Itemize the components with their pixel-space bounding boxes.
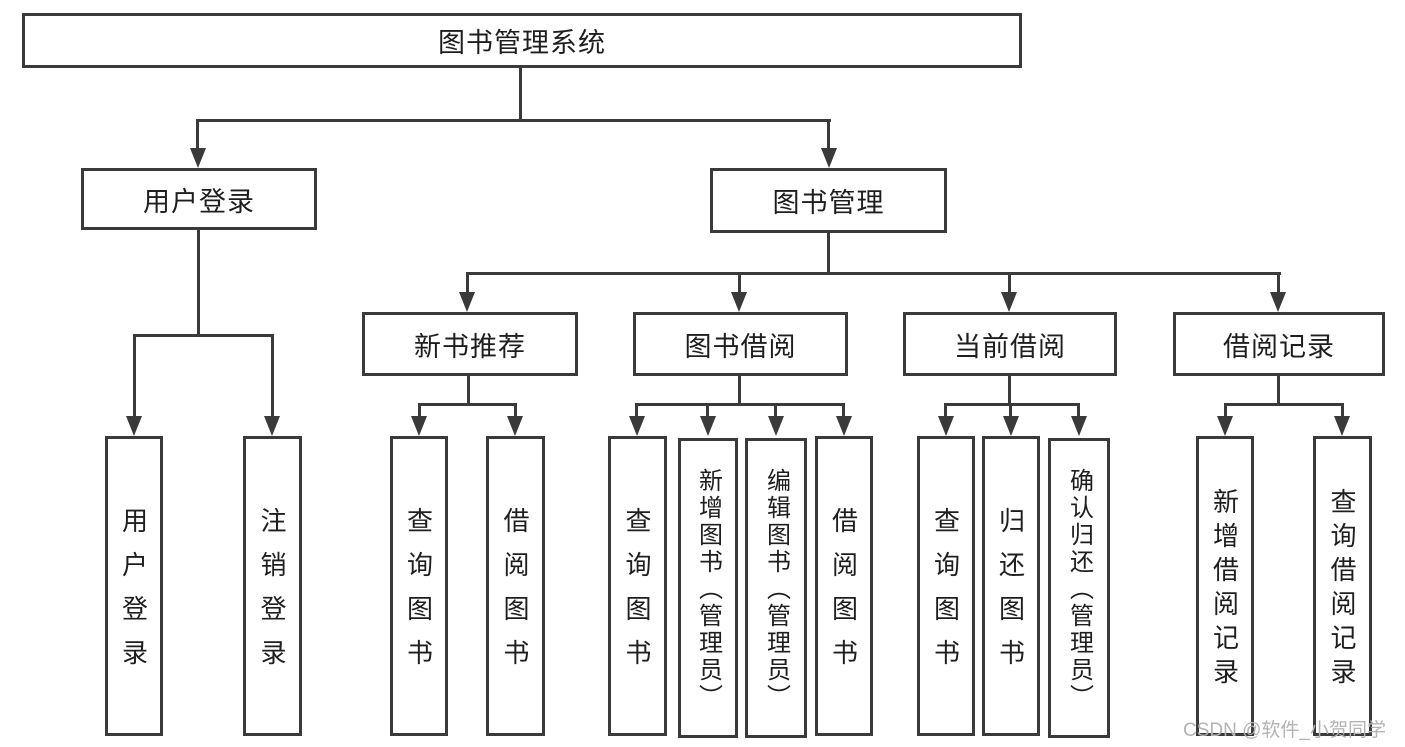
arrow-down-icon <box>411 416 427 436</box>
connector-level3-drop <box>1277 272 1280 296</box>
connector-level3-rail <box>467 272 1281 275</box>
connector-userlogin-stem <box>197 230 200 337</box>
node-current-borrow: 当前借阅 <box>903 312 1117 376</box>
arrow-down-icon <box>938 416 954 436</box>
connector-bookborrow-stem <box>738 376 741 406</box>
node-new-book-recommend-label: 新书推荐 <box>414 331 526 362</box>
connector-currentborrow-rail <box>944 403 1080 406</box>
arrow-down-icon <box>126 416 142 436</box>
node-user-login: 用户登录 <box>81 168 317 230</box>
connector-root-stem <box>519 68 522 121</box>
arrow-down-icon <box>821 148 837 168</box>
leaf-current-query: 查询图书 <box>917 436 975 736</box>
arrow-down-icon <box>1217 416 1233 436</box>
leaf-current-return-label: 归还图书 <box>995 507 1026 683</box>
connector-level2-rail <box>197 119 831 122</box>
connector-level3-drop <box>1008 272 1011 296</box>
connector-borrowrecord-stem <box>1277 376 1280 406</box>
leaf-user-login-label: 用户登录 <box>118 507 149 683</box>
connector-bookborrow-rail <box>636 403 845 406</box>
leaf-newbook-borrow-label: 借阅图书 <box>500 507 530 683</box>
connector-leaf-drop <box>944 403 947 421</box>
leaf-borrow-borrow: 借阅图书 <box>815 436 873 736</box>
connector-leaf-drop <box>774 403 777 421</box>
connector-leaf-drop <box>514 403 517 421</box>
leaf-newbook-query-label: 查询图书 <box>403 507 434 683</box>
connector-leaf-drop <box>635 403 638 421</box>
node-book-management-label: 图书管理 <box>772 188 885 218</box>
node-new-book-recommend: 新书推荐 <box>362 312 578 376</box>
connector-userlogin-drop <box>196 119 199 152</box>
node-book-management: 图书管理 <box>710 168 947 233</box>
connector-currentborrow-stem <box>1008 376 1011 406</box>
connector-leaf-drop <box>1077 403 1080 421</box>
connector-leaf-drop <box>1009 403 1012 421</box>
connector-level3-drop <box>738 272 741 296</box>
connector-bookmgmt-stem <box>827 233 830 274</box>
connector-leaf-drop <box>1341 403 1344 421</box>
leaf-newbook-borrow: 借阅图书 <box>486 436 545 736</box>
connector-bookmgmt-drop <box>827 119 830 152</box>
leaf-current-confirm-admin-label: 确认归还（管理员） <box>1065 468 1093 711</box>
leaf-current-return: 归还图书 <box>982 436 1040 736</box>
connector-leaf-drop <box>842 403 845 421</box>
csdn-watermark: CSDN @软件_小贺同学 <box>1183 720 1386 741</box>
arrow-down-icon <box>264 416 280 436</box>
arrow-down-icon <box>836 416 852 436</box>
leaf-borrow-borrow-label: 借阅图书 <box>828 507 859 683</box>
node-user-login-label: 用户登录 <box>143 186 255 217</box>
connector-leaf-drop <box>1224 403 1227 421</box>
node-root: 图书管理系统 <box>22 13 1022 68</box>
arrow-down-icon <box>1003 416 1019 436</box>
arrow-down-icon <box>190 148 206 168</box>
leaf-newbook-query: 查询图书 <box>390 436 448 736</box>
node-borrow-record-label: 借阅记录 <box>1223 331 1335 362</box>
leaf-user-login: 用户登录 <box>105 436 163 736</box>
connector-leaf-drop <box>706 403 709 421</box>
leaf-record-add: 新增借阅记录 <box>1196 436 1254 736</box>
leaf-borrow-edit-admin-label: 编辑图书（管理员） <box>762 468 790 711</box>
node-book-borrow-label: 图书借阅 <box>684 331 797 362</box>
arrow-down-icon <box>1071 416 1087 436</box>
leaf-borrow-add-admin: 新增图书（管理员） <box>678 438 738 738</box>
connector-newbook-rail <box>418 403 517 406</box>
arrow-down-icon <box>1334 416 1350 436</box>
leaf-record-query: 查询借阅记录 <box>1313 436 1372 736</box>
connector-borrowrecord-rail <box>1224 403 1344 406</box>
leaf-borrow-edit-admin: 编辑图书（管理员） <box>745 438 807 738</box>
arrow-down-icon <box>731 292 747 312</box>
node-current-borrow-label: 当前借阅 <box>954 331 1066 362</box>
connector-leaf-drop <box>271 334 274 418</box>
arrow-down-icon <box>459 292 475 312</box>
connector-level3-drop <box>466 272 469 296</box>
leaf-current-confirm-admin: 确认归还（管理员） <box>1048 438 1110 738</box>
leaf-borrow-query: 查询图书 <box>608 436 667 736</box>
connector-leaf-drop <box>133 334 136 418</box>
leaf-record-add-label: 新增借阅记录 <box>1209 488 1240 692</box>
arrow-down-icon <box>507 416 523 436</box>
arrow-down-icon <box>768 416 784 436</box>
leaf-borrow-add-admin-label: 新增图书（管理员） <box>694 468 722 711</box>
connector-leaf-drop <box>418 403 421 421</box>
leaf-logout-label: 注销登录 <box>257 507 287 683</box>
node-book-borrow: 图书借阅 <box>633 312 848 376</box>
arrow-down-icon <box>700 416 716 436</box>
leaf-current-query-label: 查询图书 <box>930 507 961 683</box>
leaf-borrow-query-label: 查询图书 <box>622 507 652 683</box>
connector-newbook-stem <box>467 376 470 406</box>
arrow-down-icon <box>1001 292 1017 312</box>
node-borrow-record: 借阅记录 <box>1173 312 1385 376</box>
arrow-down-icon <box>629 416 645 436</box>
arrow-down-icon <box>1270 292 1286 312</box>
leaf-record-query-label: 查询借阅记录 <box>1327 488 1357 692</box>
connector-userlogin-rail <box>133 334 274 337</box>
node-root-label: 图书管理系统 <box>438 28 606 58</box>
leaf-logout: 注销登录 <box>243 436 302 736</box>
